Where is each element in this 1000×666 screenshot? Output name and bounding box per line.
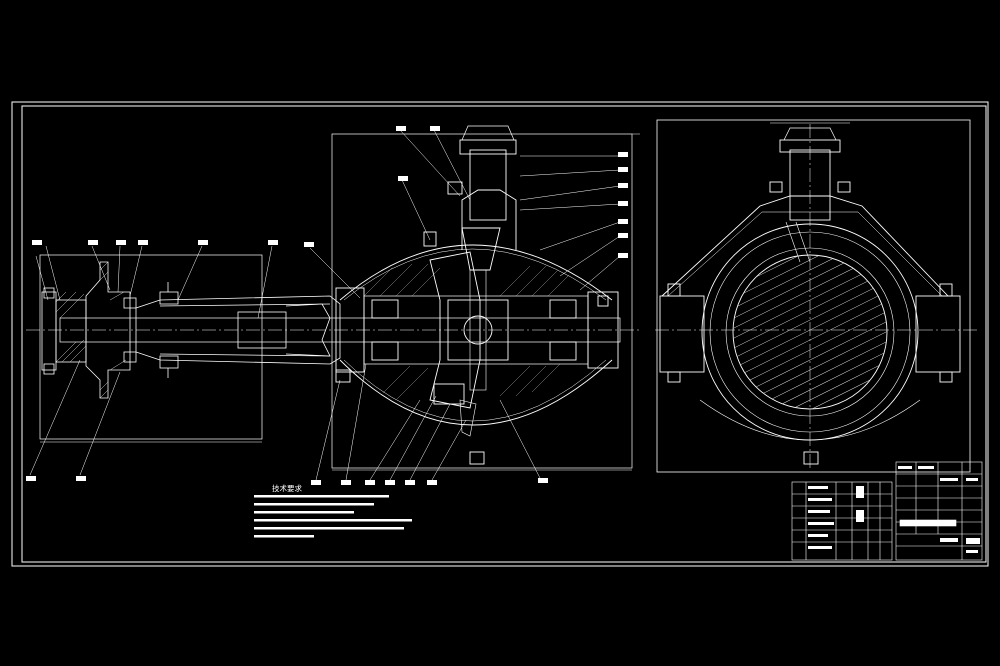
balloon-tag-7 — [304, 242, 314, 247]
balloon-tag-14 — [618, 167, 628, 172]
balloon-tag-9 — [76, 476, 86, 481]
brake-drum-section — [85, 261, 131, 399]
technical-notes: 技术要求 — [254, 483, 412, 538]
note-line-4 — [254, 519, 412, 522]
sheet-outer-border — [11, 101, 989, 567]
note-line-3 — [254, 511, 354, 514]
balloon-tag-10 — [396, 126, 406, 131]
note-line-5 — [254, 527, 404, 530]
balloon-tag-1 — [32, 240, 42, 245]
balloon-tag-16 — [618, 201, 628, 206]
half-shaft — [59, 317, 621, 343]
axle-housing-tube — [59, 282, 621, 378]
balloon-tag-6 — [268, 240, 278, 245]
notes-lines — [254, 495, 412, 538]
differential-carrier — [335, 125, 619, 465]
differential-case — [447, 299, 509, 361]
leader-lines — [29, 129, 621, 481]
wheel-hub-assembly — [41, 261, 137, 399]
pinion-housing-neck — [461, 189, 517, 250]
balloon-top-center — [396, 126, 440, 181]
balloon-tag-26 — [538, 478, 548, 483]
drive-pinion-gear — [461, 227, 501, 271]
balloon-tag-13 — [618, 152, 628, 157]
housing-lower-shell — [339, 359, 613, 426]
side-pinion-shaft — [789, 149, 831, 221]
housing-upper-shell — [339, 244, 613, 301]
pinion-flange — [459, 139, 517, 155]
spline-joint — [237, 311, 287, 349]
right-arm-boss — [915, 295, 961, 373]
balloon-tag-17 — [618, 219, 628, 224]
sheet-inner-border — [21, 105, 987, 563]
balloon-tag-23 — [385, 480, 395, 485]
axle-tube-outline — [135, 295, 341, 365]
balloon-right-of-housing — [618, 152, 628, 258]
note-line-2 — [254, 503, 374, 506]
balloon-tags — [26, 126, 628, 485]
balloon-tag-19 — [618, 253, 628, 258]
balloon-tag-20 — [311, 480, 321, 485]
side-housing-ring-inner — [709, 231, 911, 433]
side-pinion-flange — [779, 139, 841, 153]
note-line-1 — [254, 495, 389, 498]
spider-gear-center — [463, 315, 493, 345]
parts-list-table — [791, 481, 893, 561]
balloon-tag-21 — [341, 480, 351, 485]
balloon-left-upper — [32, 240, 314, 247]
balloon-tag-11 — [430, 126, 440, 131]
ring-gear-face — [732, 254, 888, 410]
balloon-tag-5 — [198, 240, 208, 245]
balloon-left-lower — [26, 476, 86, 481]
left-arm-boss — [659, 295, 705, 373]
balloon-tag-4 — [138, 240, 148, 245]
carrier-body — [363, 295, 589, 365]
balloon-tag-24 — [405, 480, 415, 485]
hub-flange-plate — [41, 291, 57, 371]
side-drain-plug — [803, 451, 819, 465]
pinion-shaft — [469, 149, 507, 221]
balloon-tag-18 — [618, 233, 628, 238]
drain-plug — [469, 451, 485, 465]
balloon-tag-15 — [618, 183, 628, 188]
side-view-assembly — [659, 127, 961, 465]
break-line-section — [285, 303, 331, 357]
balloon-tag-12 — [398, 176, 408, 181]
note-line-6 — [254, 535, 314, 538]
balloon-bottom-center — [311, 478, 548, 485]
side-housing-upper — [661, 195, 949, 297]
view-frame-side — [656, 119, 971, 473]
balloon-tag-25 — [427, 480, 437, 485]
balloon-tag-3 — [116, 240, 126, 245]
view-frame-left — [39, 254, 263, 440]
ring-gear-section — [429, 251, 481, 409]
balloon-tag-2 — [88, 240, 98, 245]
dimension-marks — [40, 122, 850, 471]
title-block — [895, 461, 983, 561]
balloon-tag-8 — [26, 476, 36, 481]
view-frame-main — [331, 133, 633, 469]
notes-heading: 技术要求 — [272, 483, 302, 493]
balloon-tag-22 — [365, 480, 375, 485]
